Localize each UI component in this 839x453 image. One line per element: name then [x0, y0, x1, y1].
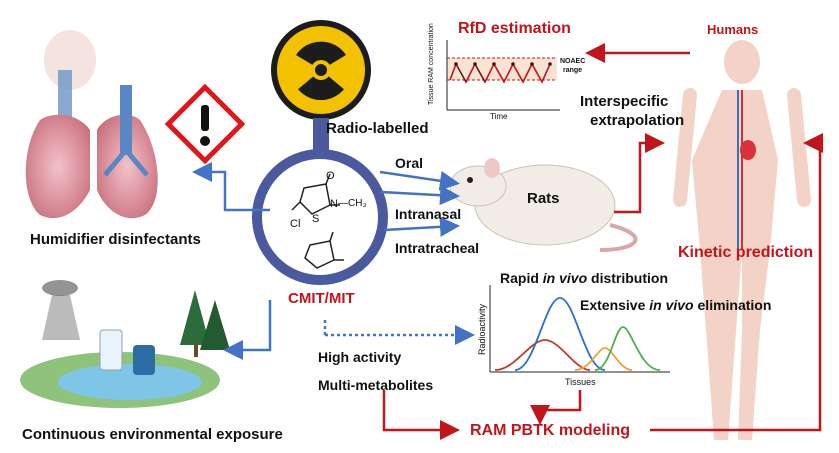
dist-ylabel: Radioactivity — [477, 303, 487, 355]
rfd-ylabel: Tissue RAM concentration — [428, 23, 435, 105]
interspecific-label-1: Interspecific — [580, 93, 669, 110]
human-body-icon — [673, 40, 811, 440]
chem-ch3-text: —CH₃ — [338, 198, 367, 209]
extensive-elimination-label: Extensive in vivo elimination — [580, 297, 772, 313]
interspecific-label-2: extrapolation — [590, 112, 685, 129]
continuous-exposure-label: Continuous environmental exposure — [22, 426, 283, 443]
hazard-warning-icon — [164, 83, 246, 165]
cmit-circle — [252, 149, 388, 285]
chem-n-text: N — [330, 198, 338, 210]
rats-label: Rats — [527, 190, 560, 207]
chem-o-text: O — [326, 170, 335, 182]
radio-labelled-label: Radio-labelled — [326, 120, 429, 137]
pbtk-modeling-label: RAM PBTK modeling — [470, 422, 630, 439]
noaec-label: NOAEC — [560, 58, 586, 65]
rfd-estimation-title: RfD estimation — [458, 20, 571, 37]
intratracheal-label: Intratracheal — [395, 240, 480, 256]
high-activity-label: High activity — [318, 349, 402, 365]
chem-s-text: S — [312, 213, 320, 225]
cmit-mit-label: CMIT/MIT — [288, 290, 355, 307]
rat-icon — [449, 158, 638, 252]
rapid-distribution-label: Rapid in vivo distribution — [500, 270, 669, 286]
red-arrows — [382, 43, 823, 440]
dist-xlabel: Tissues — [565, 377, 596, 387]
cmit-molecule — [291, 173, 340, 215]
humans-label: Humans — [707, 22, 759, 37]
dist-chart — [489, 285, 670, 373]
humidifier-label: Humidifier disinfectants — [30, 231, 201, 248]
chem-cl-text: Cl — [290, 218, 301, 230]
radiation-icon — [271, 20, 371, 120]
mit-molecule — [304, 231, 344, 269]
range-label: range — [563, 67, 583, 74]
lungs-icon — [25, 30, 158, 219]
kinetic-prediction-label: Kinetic prediction — [678, 244, 814, 261]
intranasal-label: Intranasal — [395, 206, 462, 222]
rfd-xlabel: Time — [490, 112, 508, 121]
multi-metabolites-label: Multi-metabolites — [318, 377, 434, 393]
connector-bar — [313, 118, 329, 154]
rfd-chart — [446, 40, 560, 111]
environment-scene-icon — [20, 280, 230, 408]
oral-label: Oral — [395, 155, 424, 171]
blue-arrows — [192, 162, 470, 360]
